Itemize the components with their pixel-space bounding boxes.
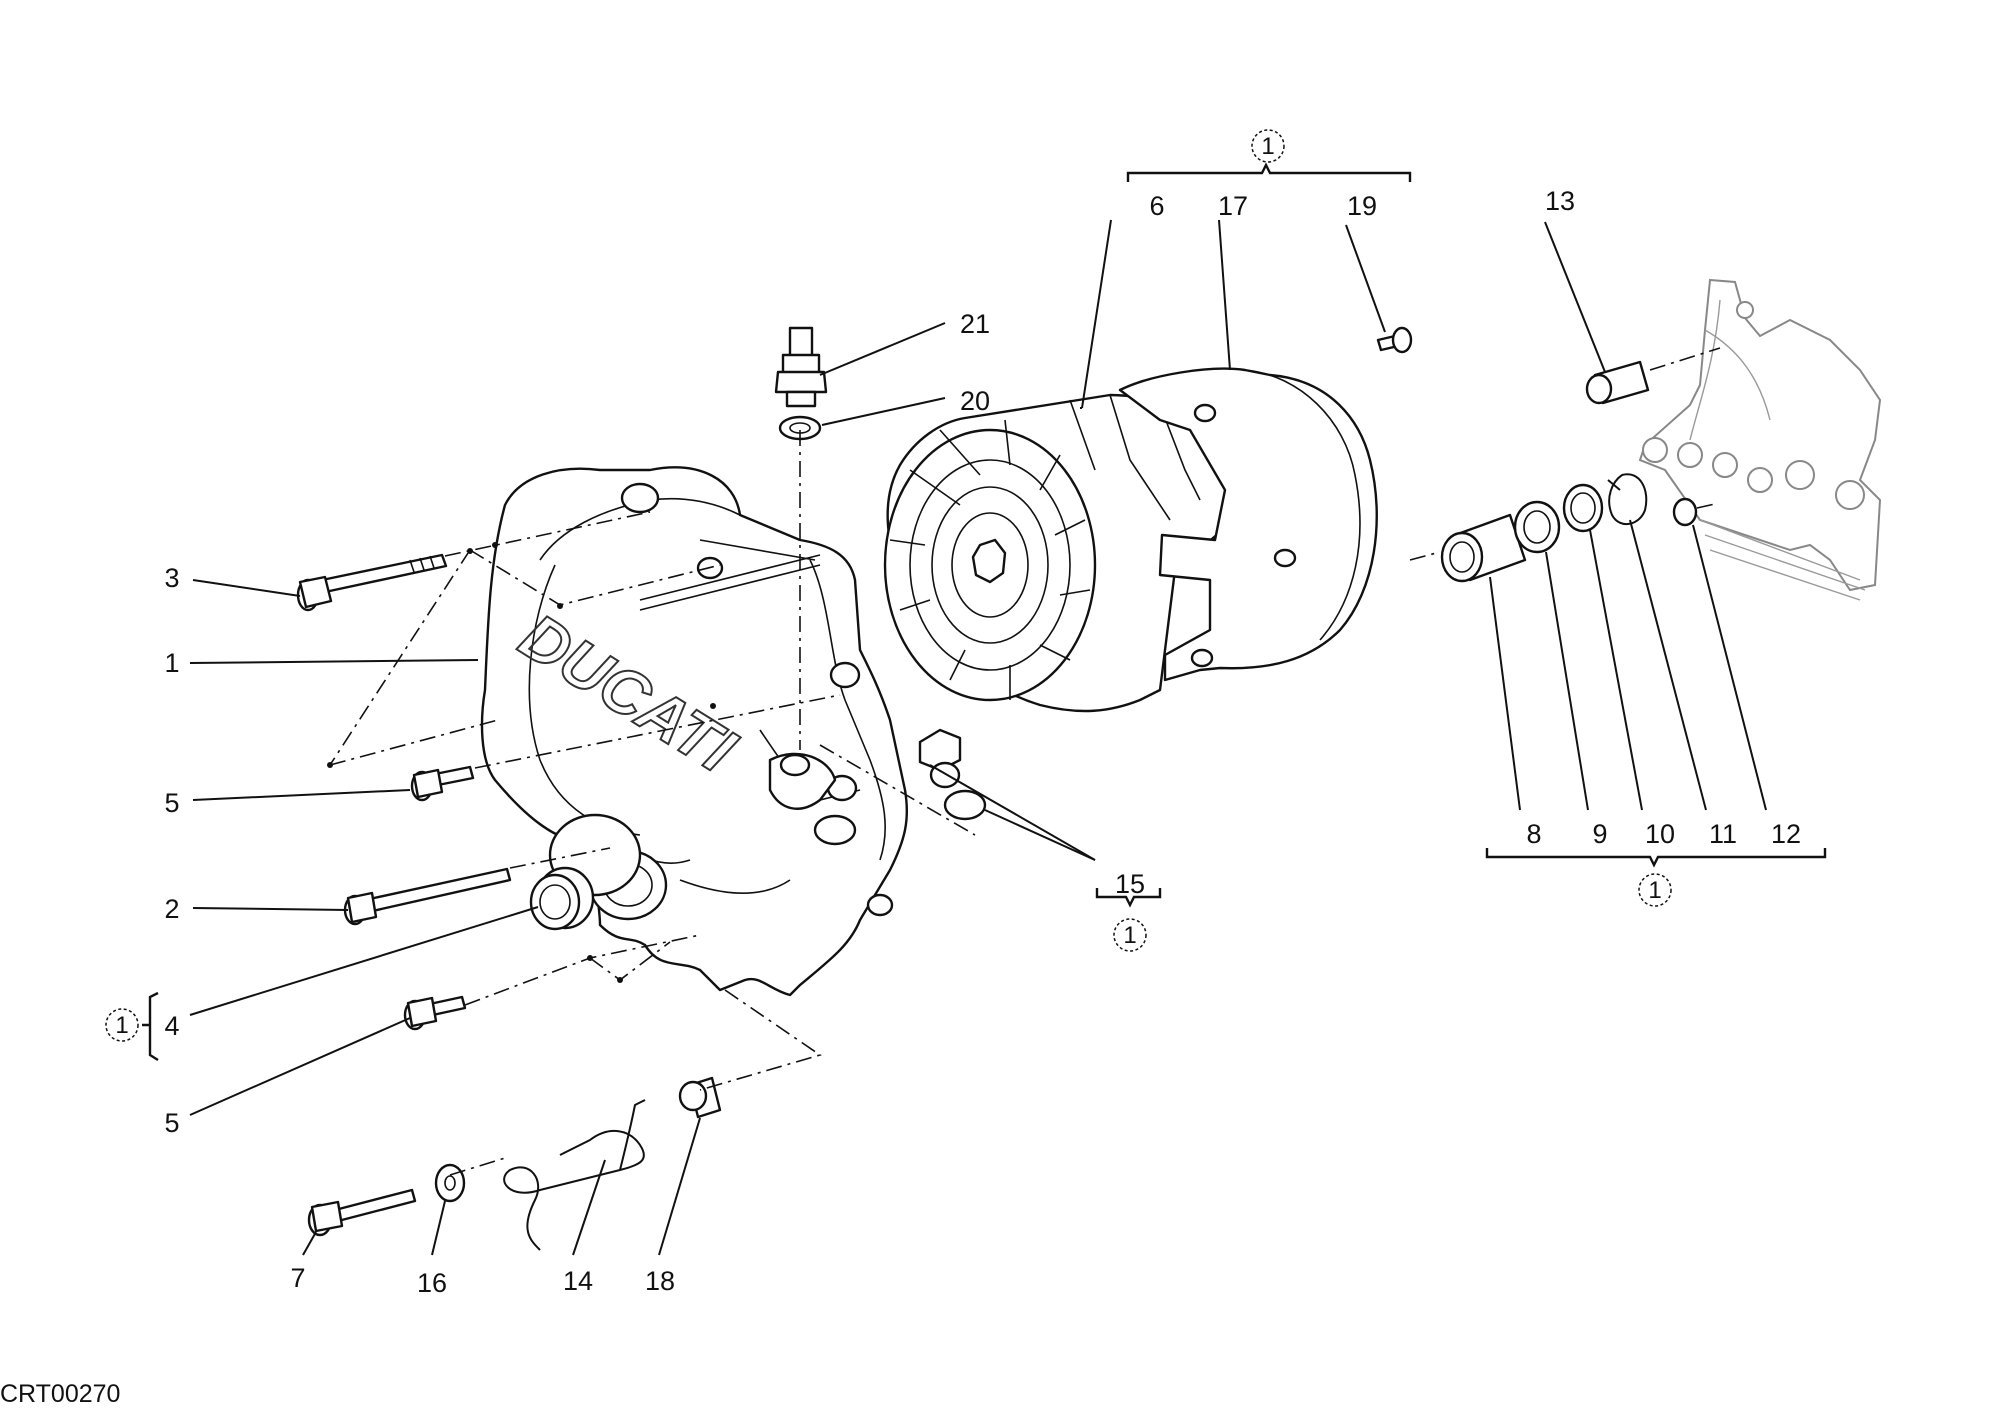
callout-19: 19 [1347, 191, 1377, 221]
group-marker-15: 1 [1113, 918, 1147, 952]
oil-filler-plug-15 [918, 728, 987, 821]
callout-2: 2 [164, 894, 179, 924]
callout-12: 12 [1771, 819, 1801, 849]
svg-text:1: 1 [1123, 922, 1136, 949]
callout-labels: 3 1 5 2 4 5 7 16 14 18 21 20 6 17 19 13 … [164, 186, 1801, 1298]
callout-7: 7 [290, 1263, 305, 1293]
callout-11: 11 [1709, 819, 1737, 849]
callout-5a: 5 [164, 788, 179, 818]
engine-case-outline [1638, 278, 1882, 601]
callout-15: 15 [1115, 869, 1145, 899]
callout-9: 9 [1592, 819, 1607, 849]
dowel-13 [1585, 360, 1650, 405]
oil-seal-4 [529, 866, 595, 931]
callout-10: 10 [1645, 819, 1675, 849]
bolt-3 [296, 553, 448, 612]
group-marker-top: 1 [1251, 129, 1285, 163]
leader-lines [189, 219, 1767, 1256]
washer-16 [434, 1163, 466, 1203]
callout-1: 1 [164, 648, 179, 678]
bolt-2 [343, 867, 512, 926]
callout-6: 6 [1149, 191, 1164, 221]
group-marker-4: 1 [105, 1008, 139, 1042]
group-brace-15 [1095, 888, 1162, 908]
callout-13: 13 [1545, 186, 1575, 216]
callout-17: 17 [1218, 191, 1248, 221]
drawing-code: CRT00270 [0, 1380, 120, 1408]
svg-text:1: 1 [115, 1012, 128, 1039]
callout-20: 20 [960, 386, 990, 416]
callout-18: 18 [645, 1266, 675, 1296]
callout-4: 4 [164, 1011, 179, 1041]
ring-9 [1513, 500, 1561, 554]
group-brace-4 [142, 991, 159, 1062]
callout-16: 16 [417, 1268, 447, 1298]
bolt-5-upper [410, 765, 475, 802]
ring-10 [1562, 483, 1604, 533]
washer-20 [778, 415, 822, 441]
group-brace-right [1485, 848, 1827, 868]
callout-21: 21 [960, 309, 990, 339]
group-brace-top [1126, 162, 1412, 182]
temperature-sensor-21 [774, 326, 828, 408]
screw-19 [1376, 326, 1413, 354]
bushing-8 [1440, 513, 1527, 583]
reference-dots [327, 542, 716, 983]
bolt-7 [307, 1188, 417, 1237]
callout-5b: 5 [164, 1108, 179, 1138]
bolt-5-lower [403, 995, 467, 1031]
o-ring-12 [1672, 497, 1698, 527]
circlip-11 [1607, 473, 1648, 525]
callout-8: 8 [1526, 819, 1541, 849]
callout-14: 14 [563, 1266, 593, 1296]
svg-text:1: 1 [1648, 877, 1661, 904]
inner-cover [1118, 367, 1378, 682]
callout-3: 3 [164, 563, 179, 593]
group-marker-right: 1 [1638, 873, 1672, 907]
svg-text:1: 1 [1261, 133, 1274, 160]
spring-clip-14 [503, 1099, 646, 1251]
bushing-18 [678, 1076, 722, 1119]
